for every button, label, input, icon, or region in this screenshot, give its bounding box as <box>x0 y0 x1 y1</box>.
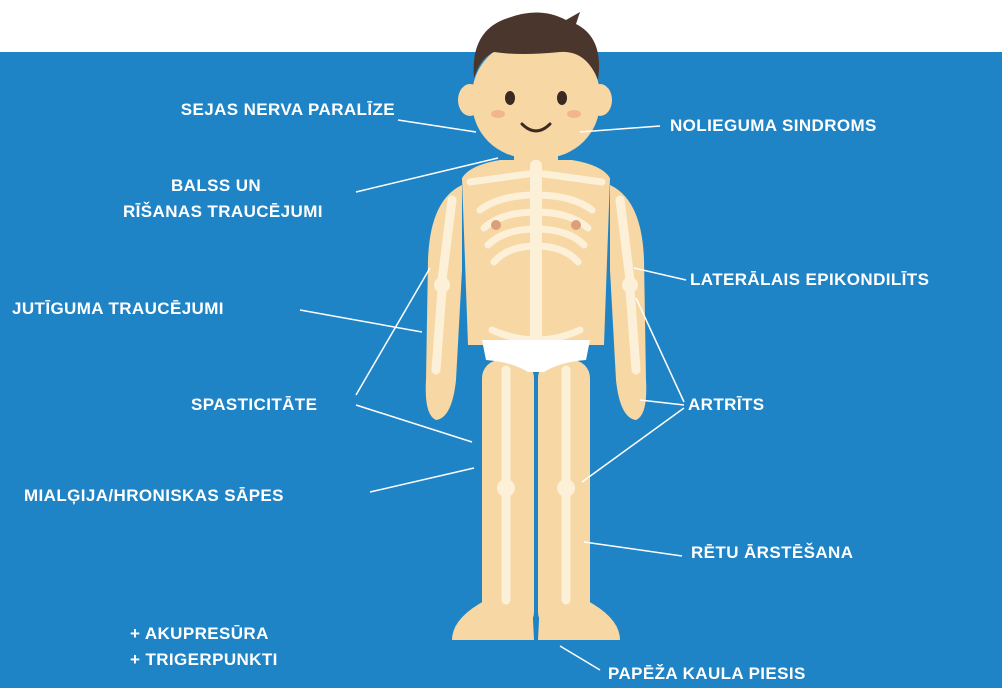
head <box>458 12 612 158</box>
left-foot <box>452 600 534 640</box>
legs <box>452 360 620 640</box>
label-scar-treatment: RĒTU ĀRSTĒŠANA <box>691 541 853 565</box>
label-voice-swallowing-line2: RĪŠANAS TRAUCĒJUMI <box>123 200 323 224</box>
label-heel-spur: PAPĒŽA KAULA PIESIS <box>608 662 806 686</box>
label-sensitivity-disorders: JUTĪGUMA TRAUCĒJUMI <box>12 297 224 321</box>
left-eye <box>505 91 515 105</box>
label-facial-nerve-paralysis: SEJAS NERVA PARALĪZE <box>181 98 395 122</box>
right-eye <box>557 91 567 105</box>
label-burnout-syndrome: NOLIEGUMA SINDROMS <box>670 114 877 138</box>
label-spasticity: SPASTICITĀTE <box>191 393 317 417</box>
label-myalgia-chronic-pain: MIALĢIJA/HRONISKAS SĀPES <box>24 484 284 508</box>
label-arthritis: ARTRĪTS <box>688 393 764 417</box>
right-foot <box>538 600 620 640</box>
extra-acupressure: + AKUPRESŪRA <box>130 622 269 646</box>
label-voice-swallowing-line1: BALSS UN <box>171 174 261 198</box>
extra-trigger-points: + TRIGERPUNKTI <box>130 648 278 672</box>
label-lateral-epicondylitis: LATERĀLAIS EPIKONDILĪTS <box>690 268 929 292</box>
